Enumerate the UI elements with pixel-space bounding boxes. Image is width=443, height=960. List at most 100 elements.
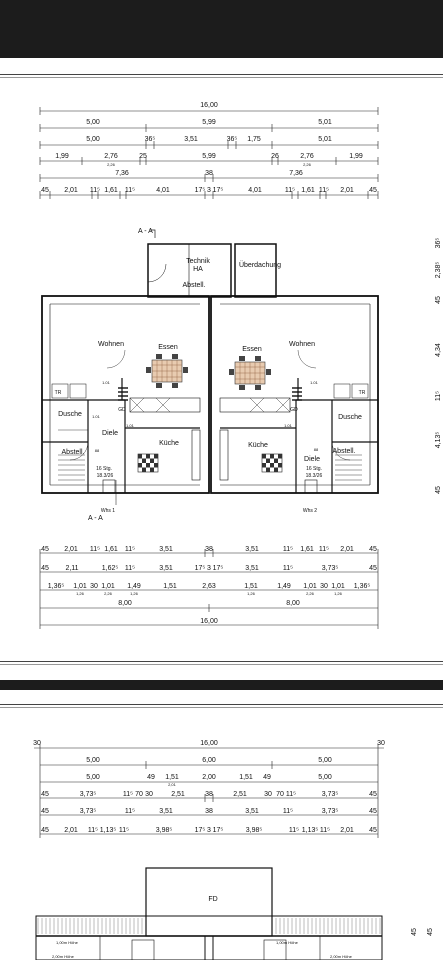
svg-text:38: 38 — [205, 808, 213, 815]
svg-text:11⁵: 11⁵ — [125, 187, 135, 194]
svg-text:1,62⁵: 1,62⁵ — [102, 565, 119, 572]
sheet1-bottom-border-2 — [0, 664, 443, 665]
top-dark-band — [0, 0, 443, 58]
svg-text:1,75: 1,75 — [247, 136, 261, 143]
side-dimension-labels: 36⁵ 2,38⁵ 45 4,34 11⁵ 4,13⁵ 45 — [435, 238, 442, 494]
svg-text:2,00m Höhe: 2,00m Höhe — [52, 954, 75, 959]
svg-text:TR: TR — [55, 390, 62, 396]
svg-text:1.01: 1.01 — [126, 423, 135, 428]
svg-text:1,49: 1,49 — [127, 583, 141, 590]
svg-text:11⁵: 11⁵ — [286, 791, 296, 798]
bottom-dimension-chain — [39, 549, 379, 629]
svg-text:45: 45 — [427, 928, 434, 936]
svg-text:3,51: 3,51 — [159, 565, 173, 572]
svg-text:11⁵: 11⁵ — [283, 565, 293, 572]
svg-text:1,99: 1,99 — [55, 153, 69, 160]
svg-text:1,00m Höhe: 1,00m Höhe — [56, 940, 79, 945]
svg-text:2,38⁵: 2,38⁵ — [435, 262, 442, 279]
room-essen-right: Essen — [242, 346, 262, 353]
svg-text:11⁵: 11⁵ — [90, 187, 100, 194]
svg-text:45: 45 — [41, 827, 49, 834]
room-technik: Technik — [186, 258, 210, 265]
svg-text:7,36: 7,36 — [115, 170, 129, 177]
svg-text:2,01: 2,01 — [168, 782, 177, 787]
svg-text:5,00: 5,00 — [86, 774, 100, 781]
room-dusche-left: Dusche — [58, 411, 82, 418]
svg-text:3: 3 — [207, 827, 211, 834]
room-abstell-right: Abstell. — [333, 448, 356, 455]
svg-text:3: 3 — [207, 565, 211, 572]
svg-text:49: 49 — [147, 774, 155, 781]
svg-text:5,01: 5,01 — [318, 136, 332, 143]
svg-text:25: 25 — [139, 153, 147, 160]
svg-text:38: 38 — [205, 170, 213, 177]
top-dimension-ticks — [39, 107, 379, 199]
svg-text:5,99: 5,99 — [202, 153, 216, 160]
svg-text:3,73⁵: 3,73⁵ — [322, 565, 339, 572]
svg-text:16,00: 16,00 — [200, 740, 218, 747]
room-wohnen-right: Wohnen — [289, 341, 315, 348]
svg-text:45: 45 — [41, 546, 49, 553]
svg-text:1,36⁵: 1,36⁵ — [48, 583, 65, 590]
room-dusche-right: Dusche — [338, 414, 362, 421]
svg-text:4,01: 4,01 — [248, 187, 262, 194]
svg-text:16,00: 16,00 — [200, 618, 218, 625]
svg-text:1,26: 1,26 — [334, 591, 343, 596]
gd-symbol-right — [292, 387, 302, 401]
svg-text:11⁵: 11⁵ — [123, 791, 133, 798]
svg-text:GD: GD — [118, 407, 126, 413]
sheet1-top-border — [0, 74, 443, 75]
svg-text:HA: HA — [193, 266, 203, 273]
svg-text:2,26: 2,26 — [107, 162, 116, 167]
svg-text:3: 3 — [207, 187, 211, 194]
svg-text:1,61: 1,61 — [104, 546, 118, 553]
svg-text:1,99: 1,99 — [349, 153, 363, 160]
svg-text:5,99: 5,99 — [202, 119, 216, 126]
svg-text:3,98⁵: 3,98⁵ — [246, 827, 263, 834]
roof-hatching — [37, 918, 381, 934]
svg-text:3,51: 3,51 — [245, 808, 259, 815]
svg-text:45: 45 — [435, 296, 442, 304]
svg-text:45: 45 — [369, 187, 377, 194]
svg-text:6,00: 6,00 — [202, 757, 216, 764]
svg-text:3,51: 3,51 — [245, 565, 259, 572]
svg-text:1,61: 1,61 — [301, 187, 315, 194]
svg-text:30: 30 — [320, 583, 328, 590]
svg-text:1,51: 1,51 — [163, 583, 177, 590]
svg-text:2,51: 2,51 — [233, 791, 247, 798]
svg-text:30: 30 — [33, 740, 41, 747]
svg-text:2,76: 2,76 — [104, 153, 118, 160]
svg-text:11⁵: 11⁵ — [283, 546, 293, 553]
svg-text:88: 88 — [95, 448, 100, 453]
svg-text:36⁵: 36⁵ — [227, 136, 238, 143]
svg-text:1,01: 1,01 — [331, 583, 345, 590]
svg-text:Whs 2: Whs 2 — [303, 508, 317, 514]
svg-text:18.3/26: 18.3/26 — [306, 473, 323, 479]
svg-text:4,01: 4,01 — [156, 187, 170, 194]
svg-text:TR: TR — [359, 390, 366, 396]
svg-text:3,73⁵: 3,73⁵ — [322, 791, 339, 798]
svg-text:5,00: 5,00 — [86, 136, 100, 143]
svg-text:11⁵: 11⁵ — [319, 546, 329, 553]
svg-text:11⁵: 11⁵ — [125, 808, 135, 815]
svg-text:2,01: 2,01 — [340, 827, 354, 834]
dining-table-left — [146, 354, 188, 388]
kitchen-table-right — [261, 453, 283, 473]
svg-text:30: 30 — [377, 740, 385, 747]
svg-text:1.01: 1.01 — [310, 380, 319, 385]
svg-text:5,00: 5,00 — [318, 774, 332, 781]
svg-text:18.3/26: 18.3/26 — [97, 473, 114, 479]
svg-text:45: 45 — [41, 187, 49, 194]
svg-text:45: 45 — [369, 808, 377, 815]
svg-text:5,00: 5,00 — [86, 757, 100, 764]
room-diele-left: Diele — [102, 430, 118, 437]
room-abstell-left: Abstell. — [62, 449, 85, 456]
svg-text:3,51: 3,51 — [159, 808, 173, 815]
sheet1-bottom-border — [0, 661, 443, 662]
svg-text:11⁵: 11⁵ — [88, 827, 98, 834]
svg-text:88: 88 — [314, 447, 319, 452]
upper-floor-outline — [35, 867, 383, 960]
svg-text:3,73⁵: 3,73⁵ — [80, 808, 97, 815]
svg-text:8,00: 8,00 — [286, 600, 300, 607]
svg-text:30: 30 — [264, 791, 272, 798]
